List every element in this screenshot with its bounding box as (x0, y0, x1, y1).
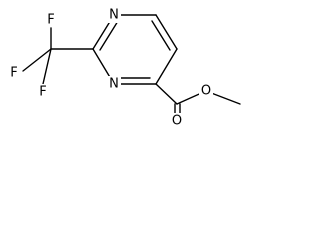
bond-c6-c5 (155, 14, 178, 50)
atom-f-left: F (10, 66, 17, 81)
chemical-structure: N N O O F F F (8, 8, 241, 129)
atom-f-bottom: F (39, 85, 46, 100)
methyl-ester-group (155, 83, 241, 119)
trifluoromethyl-group (22, 27, 94, 85)
bond-c6-c5-double (151, 20, 171, 51)
atom-o-ester: O (201, 84, 211, 99)
bond-cf3-f-bottom (42, 48, 52, 85)
pyrimidine-ring (92, 14, 178, 85)
bond-cf3-f-left (22, 48, 52, 72)
bond-c4-carbonyl (155, 83, 178, 105)
atom-f-top: F (47, 13, 54, 28)
atom-o-carbonyl: O (172, 114, 182, 129)
atom-labels: N N O O F F F (8, 8, 213, 129)
bond-c2-n1-double (99, 20, 119, 51)
atom-n-top: N (109, 8, 119, 23)
bond-c5-c4 (155, 48, 178, 85)
atom-n-bottom: N (109, 77, 119, 92)
